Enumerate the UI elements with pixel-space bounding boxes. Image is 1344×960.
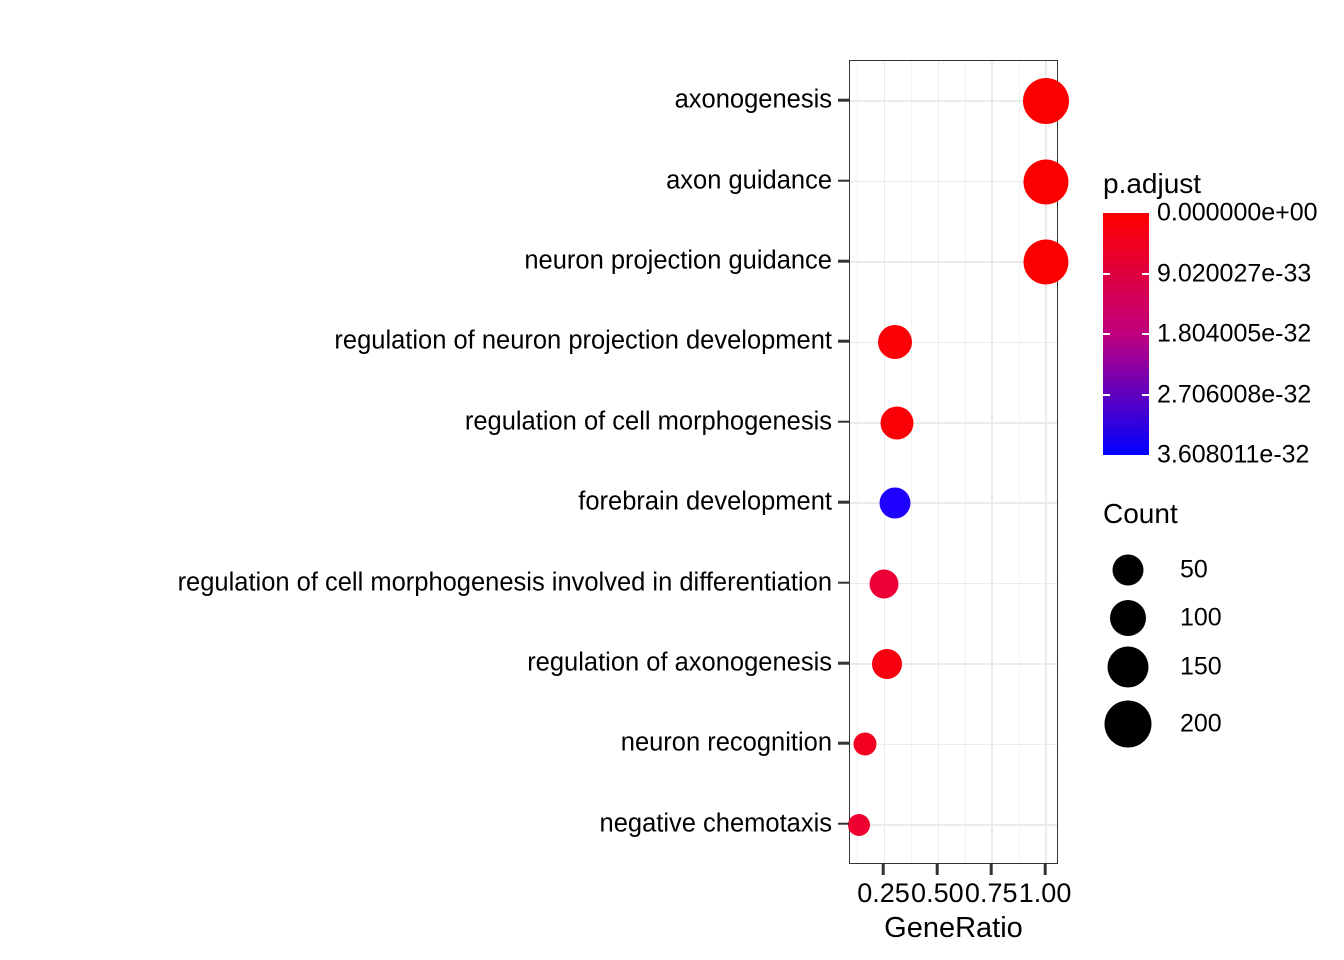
horizontal-gridline-2 [850,261,1057,263]
y-axis-label: forebrain development [578,487,832,516]
vertical-gridline-major-3 [1045,61,1047,863]
y-axis-tick [838,581,849,584]
horizontal-gridline-3 [850,341,1057,344]
y-axis-label: regulation of axonogenesis [527,648,832,677]
y-axis-tick [838,98,849,102]
colorbar-label: 1.804005e-32 [1157,319,1312,348]
y-axis-tick [838,179,849,182]
padjust-legend-title: p.adjust [1103,168,1202,199]
y-axis-tick [838,340,849,343]
x-axis-label: 1.00 [1018,878,1072,908]
vertical-gridline-minor-3 [1018,61,1020,863]
data-point [1023,78,1070,125]
y-axis-label: negative chemotaxis [599,809,832,838]
count-legend-dot [1104,700,1152,748]
count-legend-label: 200 [1180,709,1222,738]
y-axis-label: regulation of cell morphogenesis [464,407,832,436]
y-axis-label: regulation of cell morphogenesis involve… [177,567,832,596]
data-point [1023,159,1069,205]
y-axis-tick [838,420,849,424]
colorbar-tick [1103,333,1149,335]
count-legend-label: 50 [1180,555,1208,584]
vertical-gridline-minor-1 [910,61,912,863]
count-legend-dot [1112,554,1144,586]
padjust-colorbar [1103,213,1149,455]
y-axis-label: axonogenesis [674,85,832,114]
y-axis-label: neuron projection guidance [524,246,832,275]
y-axis-label: neuron recognition [620,728,832,757]
horizontal-gridline-6 [850,582,1057,585]
data-point [879,487,911,519]
y-axis-tick [838,742,849,745]
horizontal-gridline-5 [850,502,1057,504]
horizontal-gridline-1 [850,180,1057,183]
count-legend-label: 100 [1180,603,1222,632]
vertical-gridline-major-2 [991,61,993,863]
colorbar-label: 0.000000e+00 [1157,198,1318,227]
y-axis-label: axon guidance [666,165,832,194]
x-axis-label: 0.75 [964,878,1018,908]
horizontal-gridline-8 [850,743,1057,746]
data-point [871,649,902,679]
x-axis-tick [1043,864,1047,875]
horizontal-gridline-4 [850,422,1057,424]
x-axis-tick [882,864,885,875]
data-point [869,569,899,599]
y-axis-tick [838,661,849,665]
count-legend-dot [1107,646,1149,688]
x-axis-tick [989,864,993,875]
data-point [1023,239,1069,285]
count-legend-dot [1110,600,1146,636]
data-point [847,813,870,836]
data-point [853,732,877,756]
vertical-gridline-minor-0 [856,61,859,863]
x-axis-label: 0.25 [857,878,910,908]
horizontal-gridline-9 [850,824,1057,826]
count-legend-title: Count [1103,498,1178,529]
y-axis-tick [838,500,849,504]
colorbar-label: 9.020027e-33 [1157,259,1312,287]
vertical-gridline-major-0 [883,61,886,863]
plot-panel [847,60,1070,864]
y-axis-tick [838,822,849,826]
colorbar-label: 2.706008e-32 [1157,380,1312,408]
colorbar-tick [1103,393,1149,396]
vertical-gridline-minor-2 [964,61,966,863]
x-axis-label: 0.50 [911,878,964,908]
colorbar-label: 3.608011e-32 [1157,440,1310,469]
data-point [878,325,913,360]
count-legend-label: 150 [1180,652,1222,681]
x-axis-tick [936,864,939,875]
y-axis-tick [838,259,849,263]
colorbar-tick [1103,272,1149,275]
y-axis-label: regulation of neuron projection developm… [334,326,832,355]
vertical-gridline-major-1 [937,61,940,863]
horizontal-gridline-0 [850,100,1057,102]
x-axis-title: GeneRatio [884,912,1023,944]
horizontal-gridline-7 [850,663,1057,665]
data-point [880,406,914,440]
